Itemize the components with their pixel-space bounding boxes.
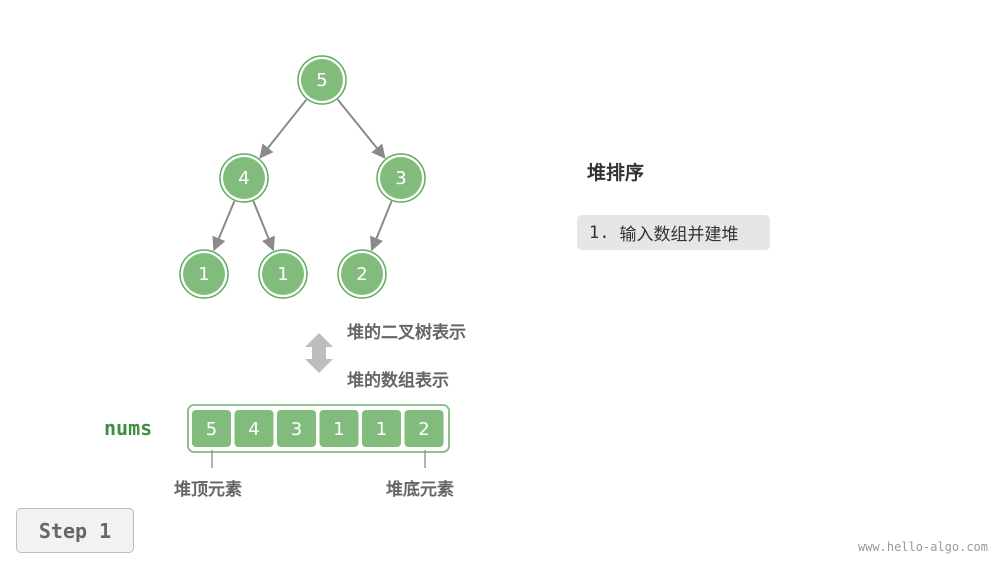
tree-node-circle [301,59,343,101]
panel-title: 堆排序 [587,162,645,184]
array-name-label: nums [104,416,153,440]
tree-node-value: 5 [316,70,327,91]
step-number: 1. [589,222,610,243]
array-cell-value: 1 [333,419,344,440]
array-cell [234,410,274,447]
tree-node-circle [380,157,422,199]
array-cell [192,410,231,447]
array-representation-label: 堆的数组表示 [347,371,449,391]
tree-node-value: 1 [277,264,288,285]
array-cell [362,410,401,447]
tree-node-circle [223,157,265,199]
tree-node-value: 1 [198,264,209,285]
tree-representation-label: 堆的二叉树表示 [347,323,466,343]
step-button[interactable]: Step 1 [16,508,134,553]
array-cell-value: 4 [248,419,259,440]
tree-node-circle [183,253,225,295]
heap-bottom-label: 堆底元素 [386,480,454,500]
array-cell-value: 5 [206,419,217,440]
tree-edge [370,200,393,252]
array-cell [404,410,444,447]
tree-node-value: 3 [395,168,406,189]
array-cell-value: 2 [418,419,429,440]
tree-node: 5 [297,55,347,105]
double-arrow-icon [305,333,333,373]
step-text: 输入数组并建堆 [619,225,739,245]
tree-node: 3 [376,153,426,203]
tree-node: 4 [219,153,269,203]
tree-edge [212,200,236,252]
tree-nodes: 5 4 3 1 1 2 [179,55,426,299]
array-cells: 5 4 3 1 1 2 [192,410,444,447]
tree-edge [259,98,308,159]
tree-node-circle [341,253,383,295]
array-cell-value: 3 [291,419,302,440]
tree-edge [252,200,275,252]
array-cell [277,410,316,447]
watermark: www.hello-algo.com [857,540,988,554]
heap-top-label: 堆顶元素 [174,480,242,500]
tree-node: 2 [337,249,387,299]
tree-node-circle [262,253,304,295]
tree-node: 1 [258,249,308,299]
array-cell-value: 1 [376,419,387,440]
tree-edges [212,98,393,252]
tree-node-value: 4 [238,168,249,189]
step-item: 1. 输入数组并建堆 [577,215,770,250]
tree-node: 1 [179,249,229,299]
array-cell [319,410,359,447]
tree-edge [336,98,386,159]
tree-node-value: 2 [356,264,367,285]
